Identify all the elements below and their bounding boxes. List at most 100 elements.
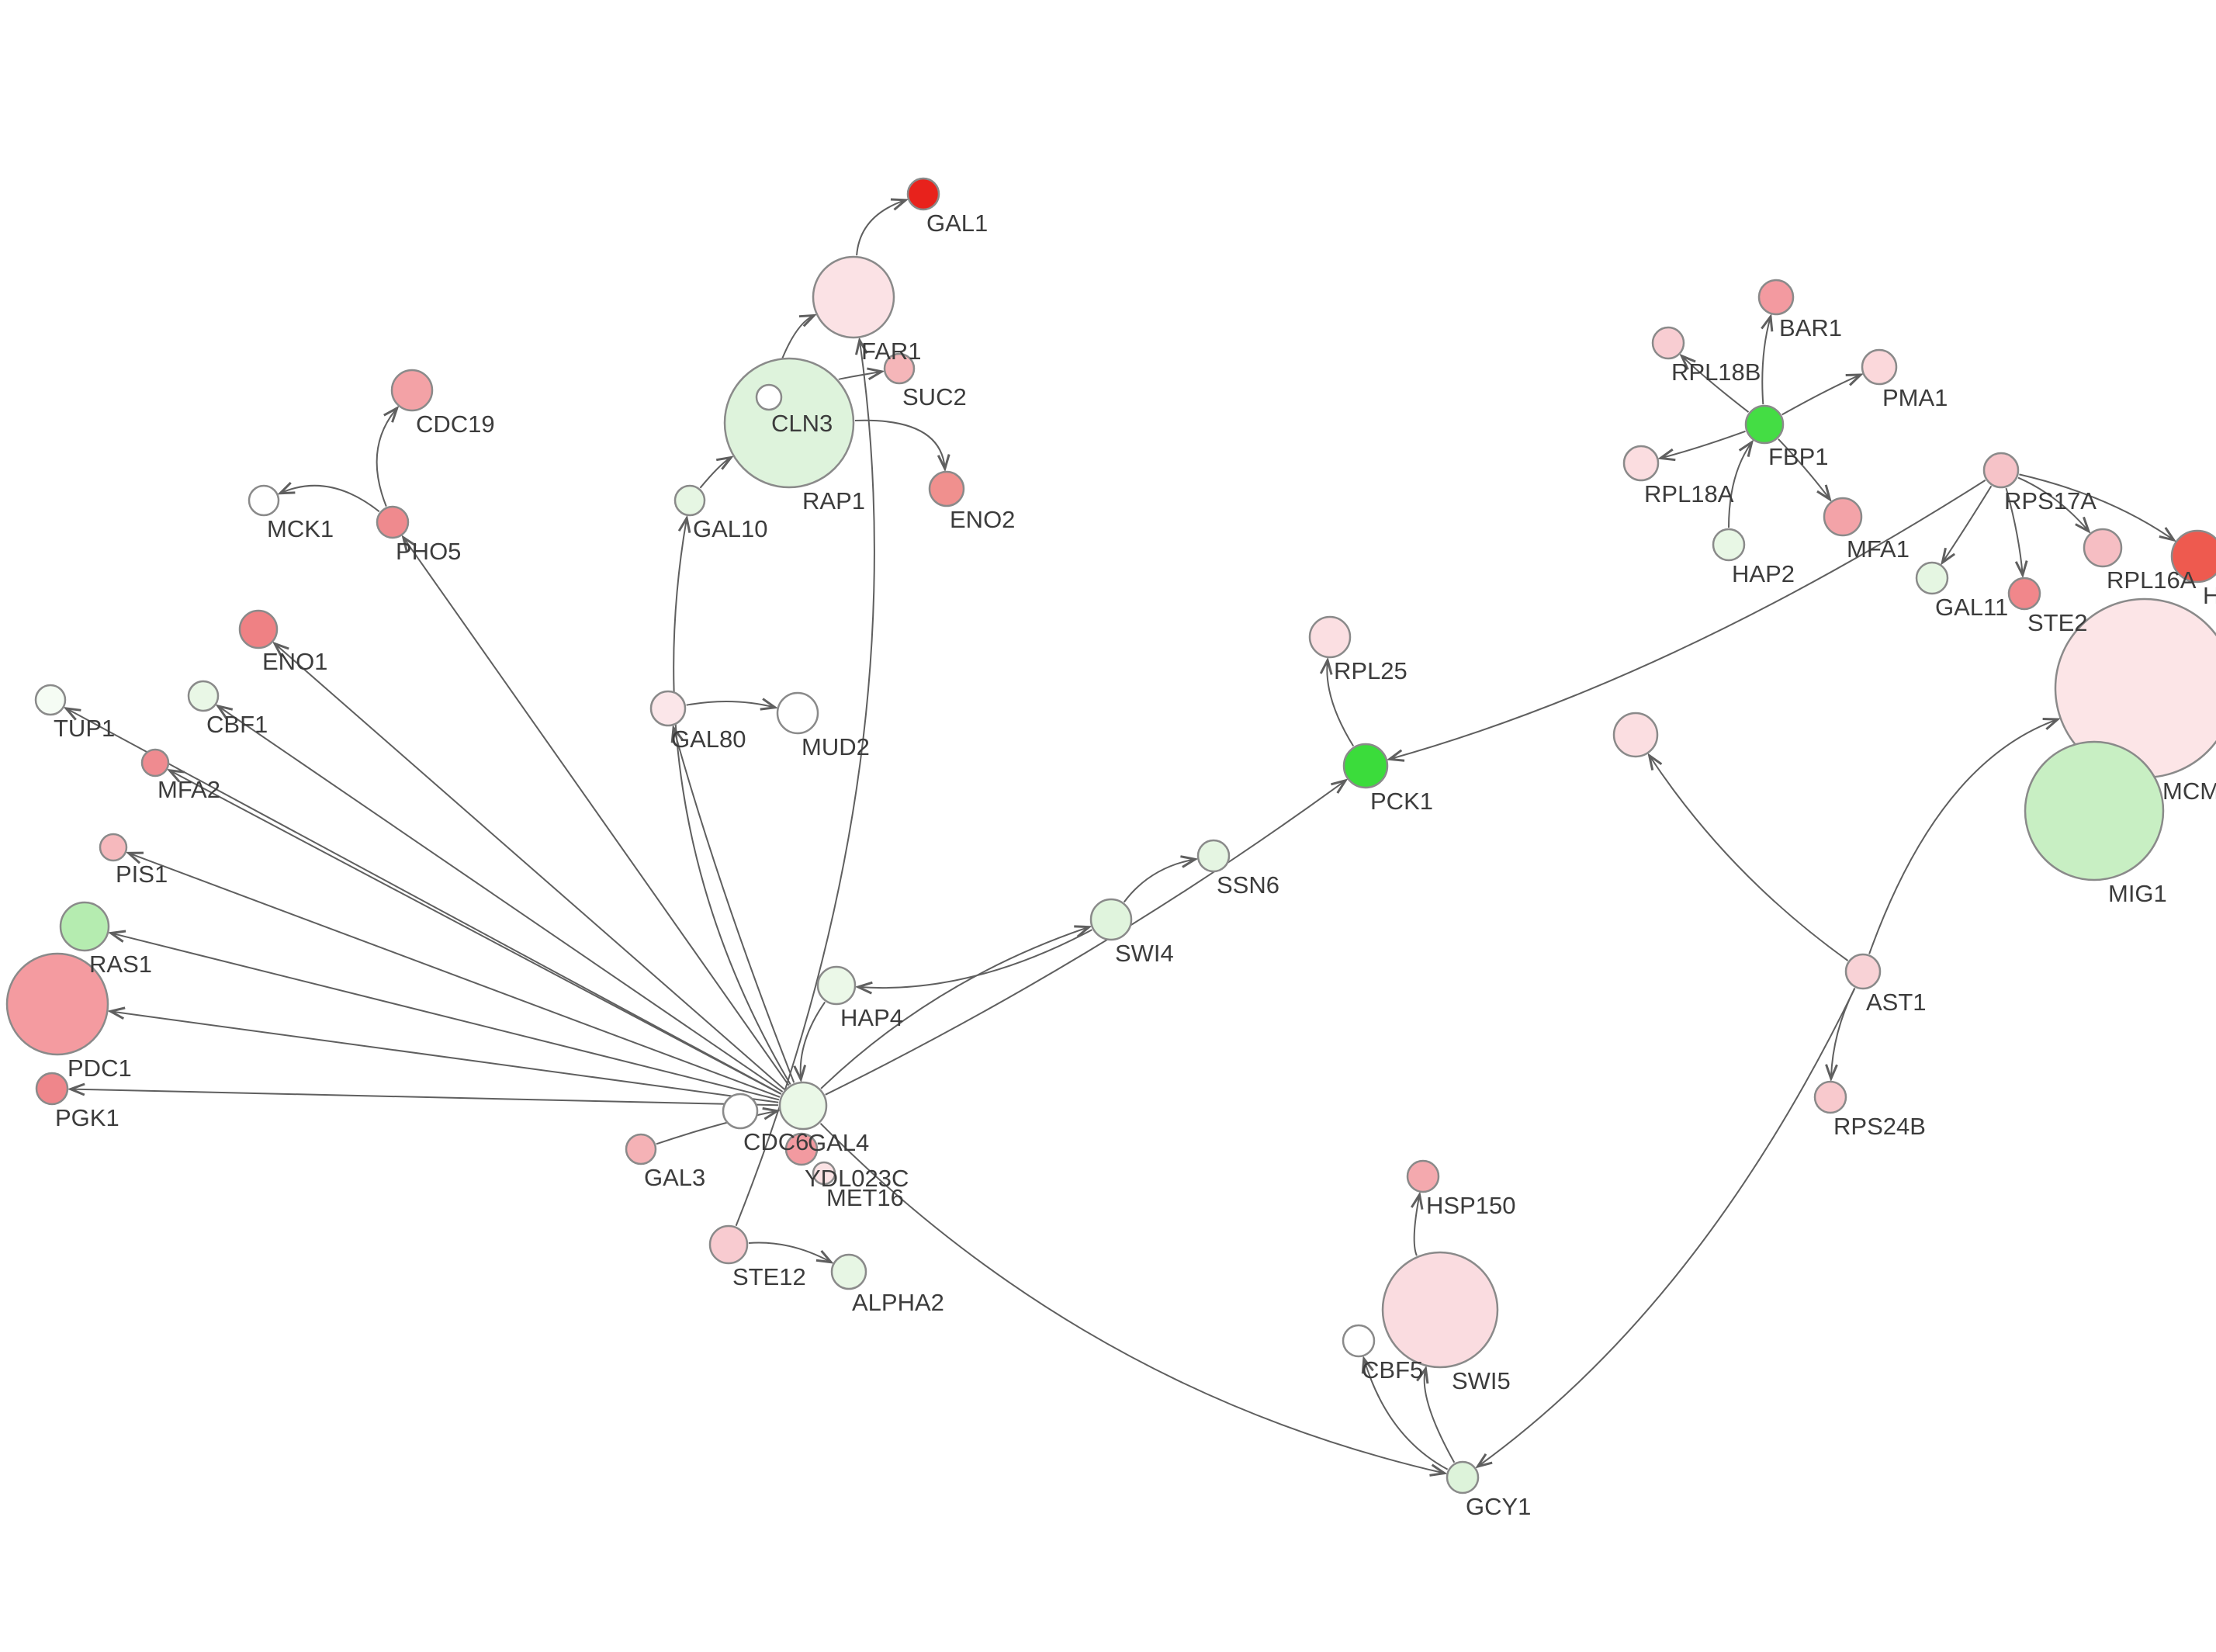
edge-gal4-swi4[interactable]	[820, 927, 1089, 1089]
edge-rps17a-his4[interactable]	[2019, 473, 2173, 539]
node-pma1[interactable]	[1861, 348, 1898, 386]
edge-gal4-tup1[interactable]	[67, 708, 782, 1095]
node-cdc19[interactable]	[390, 369, 434, 412]
node-gcy1[interactable]	[1446, 1460, 1480, 1494]
node-swi4[interactable]	[1089, 898, 1133, 941]
label-rpl18b: RPL18B	[1671, 358, 1761, 386]
edge-gal4-ras1[interactable]	[112, 933, 780, 1101]
edge-ste12-alpha2[interactable]	[748, 1242, 830, 1262]
edge-gal4-eno1[interactable]	[275, 644, 785, 1090]
node-gal1[interactable]	[906, 177, 940, 211]
edge-hap2-fbp1[interactable]	[1728, 443, 1751, 528]
node-alpha2[interactable]	[830, 1253, 867, 1290]
node-mig1[interactable]	[2024, 740, 2165, 881]
node-mfa2[interactable]	[140, 748, 170, 778]
node-ste2[interactable]	[2007, 577, 2041, 611]
edge-pho5-mck1[interactable]	[281, 486, 380, 513]
edge-gal4-pdc1[interactable]	[111, 1012, 779, 1103]
node-cdc6[interactable]	[722, 1093, 759, 1130]
node-rpl25[interactable]	[1308, 615, 1352, 659]
edge-pho5-cdc19[interactable]	[376, 409, 396, 507]
node-ste12[interactable]	[708, 1224, 749, 1265]
edge-pck1-rpl25[interactable]	[1327, 661, 1355, 747]
edge-ast1-mcm1[interactable]	[1868, 719, 2057, 954]
edge-gal4-cbf1[interactable]	[219, 707, 784, 1093]
edge-gal4-pck1[interactable]	[825, 781, 1345, 1096]
node-rpl18b[interactable]	[1651, 326, 1685, 360]
edge-fbp1-pma1[interactable]	[1781, 375, 1860, 416]
node-hsp150[interactable]	[1406, 1159, 1440, 1193]
node-cbf5[interactable]	[1342, 1324, 1376, 1358]
edge-swi4-hap4[interactable]	[859, 929, 1092, 988]
node-bar1[interactable]	[1757, 279, 1795, 316]
node-met16[interactable]	[812, 1161, 836, 1186]
node-mud2[interactable]	[776, 691, 819, 735]
edge-gal4-gal10[interactable]	[673, 519, 791, 1086]
edge-gcy1-cbf5[interactable]	[1364, 1359, 1449, 1470]
edge-gcy1-swi5[interactable]	[1425, 1370, 1456, 1463]
edge-gal4-gal80[interactable]	[673, 729, 795, 1083]
node-hap2[interactable]	[1712, 528, 1746, 562]
node-ast1[interactable]	[1844, 953, 1882, 990]
node-pho5[interactable]	[376, 505, 410, 539]
node-fbp1[interactable]	[1744, 404, 1785, 445]
node-ras1[interactable]	[59, 901, 110, 952]
node-gal4[interactable]	[778, 1081, 828, 1131]
edge-ast1-gcy1[interactable]	[1478, 988, 1856, 1467]
edge-rps17a-rpl16a[interactable]	[2017, 476, 2088, 531]
edge-gal4-gcy1[interactable]	[819, 1123, 1444, 1474]
edge-rap1-suc2[interactable]	[838, 372, 881, 379]
node-cln3[interactable]	[755, 383, 783, 411]
node-rap1[interactable]	[723, 357, 855, 489]
node-rpl18a[interactable]	[1622, 445, 1660, 482]
edge-swi4-ssn6[interactable]	[1123, 860, 1195, 903]
edge-gal4-pho5[interactable]	[403, 538, 790, 1086]
edge-gal4-pis1[interactable]	[130, 854, 781, 1098]
edge-gal3-gal4[interactable]	[656, 1111, 777, 1145]
node-swi5[interactable]	[1381, 1251, 1499, 1369]
edge-fbp1-rpl18b[interactable]	[1682, 356, 1750, 413]
edge-rps17a-pck1[interactable]	[1390, 480, 1986, 759]
node-far1[interactable]	[812, 255, 895, 339]
node-his4[interactable]	[2170, 529, 2216, 584]
edge-fbp1-rpl18a[interactable]	[1661, 430, 1746, 458]
node-gal3[interactable]	[625, 1133, 657, 1165]
edge-rps17a-ste2[interactable]	[2005, 487, 2023, 574]
node-gal10[interactable]	[673, 484, 706, 517]
node-rps24b[interactable]	[1813, 1080, 1847, 1114]
node-gal80[interactable]	[649, 690, 687, 727]
edge-rps17a-gal11[interactable]	[1943, 485, 1993, 562]
node-eno1[interactable]	[238, 609, 279, 649]
node-suc2[interactable]	[883, 352, 916, 385]
node-pis1[interactable]	[99, 833, 128, 862]
edge-swi5-hsp150[interactable]	[1414, 1196, 1420, 1256]
node-mck1[interactable]	[248, 484, 280, 517]
edge-gal80-mud2[interactable]	[686, 701, 774, 708]
edge-ast1-rps24b[interactable]	[1831, 988, 1856, 1079]
edge-gal4-pgk1[interactable]	[71, 1089, 779, 1107]
edge-rap1-eno2[interactable]	[854, 419, 945, 468]
node-tup1[interactable]	[34, 684, 67, 716]
node-pck1[interactable]	[1342, 743, 1389, 789]
node-mfa1[interactable]	[1823, 497, 1863, 537]
node-gal11[interactable]	[1915, 561, 1949, 595]
edge-far1-gal1[interactable]	[856, 200, 905, 256]
node-eno2[interactable]	[928, 470, 965, 507]
edge-hap4-gal4[interactable]	[801, 1001, 826, 1079]
edge-gal4-mfa2[interactable]	[170, 771, 782, 1095]
node-hap4[interactable]	[816, 965, 857, 1006]
node-ydl023c[interactable]	[784, 1132, 819, 1166]
edge-gal10-rap1[interactable]	[699, 458, 730, 489]
node-unk1[interactable]	[1612, 712, 1659, 758]
edge-fbp1-mfa1[interactable]	[1778, 438, 1830, 499]
node-cbf1[interactable]	[187, 680, 220, 712]
edge-ast1-unk1[interactable]	[1650, 757, 1849, 961]
node-rps17a[interactable]	[1982, 452, 2020, 489]
node-ssn6[interactable]	[1196, 839, 1231, 873]
node-rpl16a[interactable]	[2083, 528, 2123, 568]
edge-fbp1-bar1[interactable]	[1762, 317, 1770, 405]
node-pgk1[interactable]	[35, 1072, 69, 1106]
node-pdc1[interactable]	[5, 952, 109, 1056]
